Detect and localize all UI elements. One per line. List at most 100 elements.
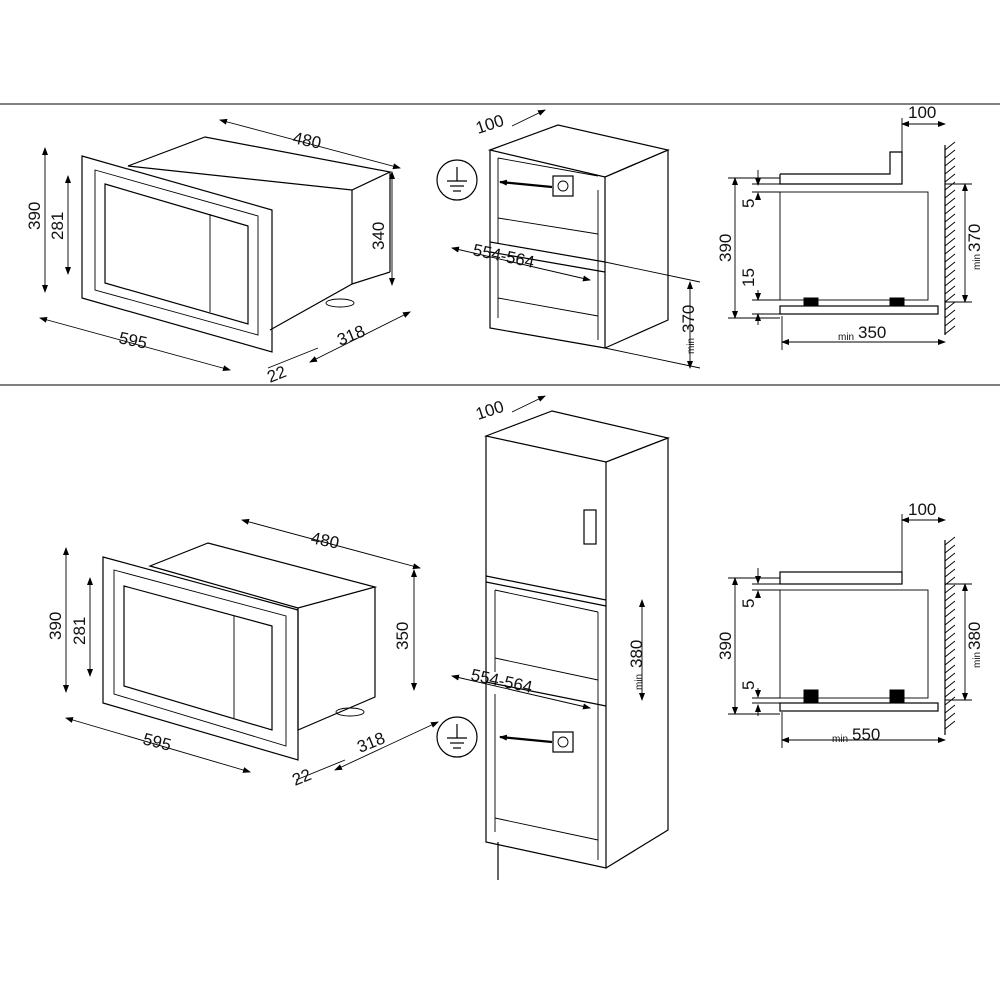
bottom-oven-width: 480	[309, 528, 341, 552]
wall-hatch-line	[944, 536, 956, 546]
bottom-side-dims: 100 390 5 5 min 380 min 550	[716, 500, 984, 748]
bottom-cabinet-dims: 100 554-564 min 380	[451, 395, 646, 710]
top-cabinet-niche-width: 554-564	[471, 240, 536, 272]
bottom-side-top-gap: 5	[739, 599, 758, 608]
top-side-depth-min: min	[838, 332, 854, 343]
top-oven-front-width: 595	[117, 328, 149, 352]
wall-hatch-line	[944, 632, 956, 642]
wall-hatch-line	[944, 173, 956, 183]
bottom-side-section	[779, 540, 946, 735]
bottom-earth-group	[436, 716, 553, 758]
bottom-oven-iso	[102, 542, 378, 761]
top-cabinet-gap: 100	[473, 111, 506, 138]
wall-hatch-line	[944, 317, 956, 327]
wall-hatch-line	[944, 720, 956, 730]
wall-hatch-line	[944, 157, 956, 167]
top-side-height: 390	[716, 234, 735, 262]
top-cabinet	[487, 124, 670, 349]
wall-hatch-line	[944, 213, 956, 223]
wall-hatch-line	[944, 149, 956, 159]
wall-hatch-line	[944, 544, 956, 554]
wall-hatch-line	[944, 680, 956, 690]
bottom-side-height: 390	[716, 632, 735, 660]
top-side-min-label: min	[972, 254, 983, 270]
wall-hatch-line	[944, 221, 956, 231]
bottom-wall-hatch	[944, 536, 956, 730]
arrow-icon	[499, 179, 553, 189]
bottom-side-niche-height: 380	[965, 622, 984, 650]
top-oven-height-body: 340	[369, 222, 388, 250]
top-cabinet-min: min	[686, 338, 697, 354]
bottom-oven-dims: 480 390 281 350 595 318 22	[46, 518, 439, 790]
wall-hatch-line	[944, 229, 956, 239]
top-oven-iso	[81, 136, 392, 353]
wall-hatch-line	[944, 608, 956, 618]
wall-hatch-line	[944, 600, 956, 610]
wall-hatch-line	[944, 309, 956, 319]
arrow-icon-2	[499, 734, 553, 744]
bottom-cabinet-gap: 100	[473, 397, 506, 424]
wall-hatch-line	[944, 616, 956, 626]
bottom-side-bottom-gap: 5	[739, 681, 758, 690]
wall-hatch-line	[944, 656, 956, 666]
top-oven-dims: 480 390 281 340 595 318 22	[25, 118, 411, 387]
top-earth-group	[436, 159, 553, 201]
top-oven-height-outer: 390	[25, 202, 44, 230]
wall-hatch-line	[944, 181, 956, 191]
bottom-oven-door-depth: 22	[289, 765, 314, 790]
top-cabinet-niche-height: 370	[679, 305, 698, 333]
wall-hatch-line	[944, 269, 956, 279]
wall-hatch-line	[944, 261, 956, 271]
bottom-cabinet-niche-width: 554-564	[469, 665, 534, 697]
wall-hatch-line	[944, 165, 956, 175]
bottom-cabinet-niche-height: 380	[627, 640, 646, 668]
top-side-depth: 350	[858, 323, 886, 342]
wall-hatch-line	[944, 253, 956, 263]
bottom-oven-height-body: 350	[393, 622, 412, 650]
top-oven-width: 480	[291, 128, 323, 152]
wall-hatch-line	[944, 245, 956, 255]
bottom-side-depth: 550	[852, 725, 880, 744]
top-side-dims: 100 390 5 15 min 370 min 350	[716, 103, 984, 350]
bottom-oven-front-width: 595	[141, 729, 173, 754]
wall-hatch-line	[944, 277, 956, 287]
wall-hatch-line	[944, 712, 956, 722]
top-side-gap: 100	[908, 103, 936, 122]
wall-hatch-line	[944, 640, 956, 650]
wall-hatch-line	[944, 197, 956, 207]
wall-hatch-line	[944, 141, 956, 151]
wall-hatch-line	[944, 189, 956, 199]
wall-hatch-line	[944, 325, 956, 335]
wall-hatch-line	[944, 237, 956, 247]
bottom-cabinet-min: min	[634, 674, 645, 690]
wall-hatch-line	[944, 552, 956, 562]
wall-hatch-line	[944, 301, 956, 311]
top-oven-door-depth: 22	[264, 362, 289, 387]
top-side-niche-height: 370	[965, 224, 984, 252]
wall-hatch-line	[944, 285, 956, 295]
top-wall-hatch	[944, 141, 956, 335]
earth-ground-icon-2	[436, 716, 478, 758]
top-side-bottom-gap: 15	[739, 268, 758, 287]
bottom-side-min-label: min	[972, 652, 983, 668]
bottom-side-depth-min: min	[832, 734, 848, 745]
wall-hatch-line	[944, 624, 956, 634]
wall-hatch-line	[944, 696, 956, 706]
bottom-oven-height-outer: 390	[46, 612, 65, 640]
wall-hatch-line	[944, 293, 956, 303]
wall-hatch-line	[944, 205, 956, 215]
earth-ground-icon	[436, 159, 478, 201]
wall-hatch-line	[944, 592, 956, 602]
top-oven-height-inner: 281	[48, 212, 67, 240]
top-oven-depth: 318	[334, 321, 367, 349]
wall-hatch-line	[944, 664, 956, 674]
wall-hatch-line	[944, 584, 956, 594]
wall-hatch-line	[944, 648, 956, 658]
bottom-oven-depth: 318	[354, 728, 387, 756]
wall-hatch-line	[944, 560, 956, 570]
wall-hatch-line	[944, 672, 956, 682]
top-side-top-gap: 5	[739, 199, 758, 208]
top-side-section	[779, 145, 946, 335]
wall-hatch-line	[944, 704, 956, 714]
